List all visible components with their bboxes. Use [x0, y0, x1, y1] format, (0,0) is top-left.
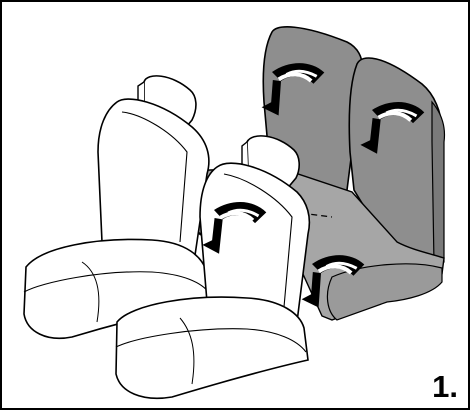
rear-seat-cushion-right [326, 263, 443, 321]
right-seat-cushion [115, 296, 309, 399]
left-front-seat [23, 75, 213, 339]
right-front-seat [115, 135, 311, 399]
step-number-label: 1. [432, 369, 458, 404]
rear-seat-side [431, 100, 446, 265]
